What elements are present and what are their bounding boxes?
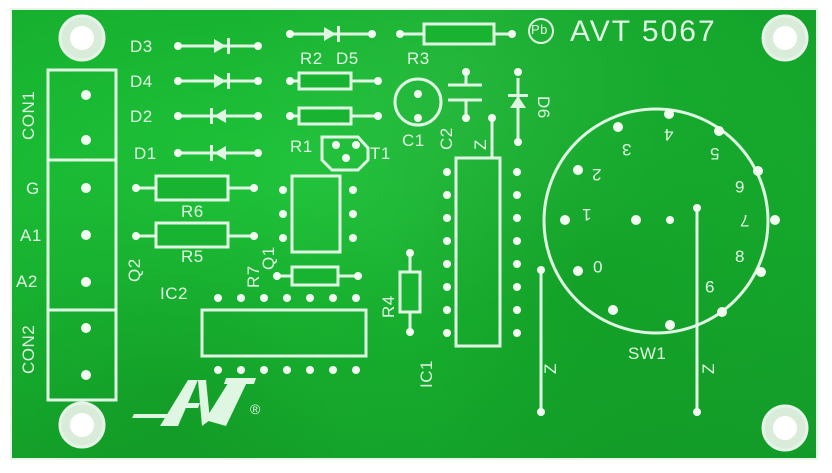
label-q1: Q1 — [259, 246, 278, 270]
label-con2: CON2 — [19, 324, 38, 374]
board-title: AVT 5067 — [570, 15, 717, 48]
con2-outline — [46, 308, 118, 402]
switch-pos-8: 8 — [735, 247, 745, 266]
switch-pos-2: 2 — [592, 165, 602, 184]
label-d1: D1 — [134, 144, 157, 163]
label-pin-g: G — [26, 179, 40, 198]
mounting-hole-bottom-right — [761, 404, 809, 452]
label-r5: R5 — [181, 247, 204, 266]
label-pin-a1: A1 — [20, 226, 42, 245]
label-c2: C2 — [437, 127, 456, 150]
mounting-hole-bottom-left — [58, 401, 106, 449]
switch-pos-7: 7 — [740, 211, 750, 230]
label-pin-a2: A2 — [16, 272, 38, 291]
con1-outline — [46, 68, 118, 162]
label-d4: D4 — [130, 72, 153, 91]
board-shading — [12, 10, 816, 458]
switch-pos-0: 0 — [593, 257, 603, 276]
label-jumper-z3: Z — [471, 139, 490, 150]
label-d5: D5 — [336, 49, 359, 68]
switch-outline — [542, 107, 770, 335]
avt-logo-shape — [132, 378, 256, 426]
label-c1: C1 — [402, 131, 425, 150]
switch-pos-3: 3 — [622, 140, 632, 159]
label-q2: Q2 — [125, 258, 144, 282]
switch-pos-4: 4 — [664, 125, 674, 144]
switch-pos-1: 1 — [582, 205, 592, 224]
label-t1: T1 — [370, 144, 391, 163]
switch-pos-6: 6 — [735, 177, 745, 196]
label-d2: D2 — [130, 107, 153, 126]
label-r6: R6 — [181, 202, 204, 221]
pcb-board — [10, 8, 818, 460]
label-ic1: IC1 — [417, 360, 436, 388]
switch-pos-9: 9 — [705, 277, 715, 296]
lead-free-mark: Pb — [531, 22, 548, 37]
label-con1: CON1 — [19, 90, 38, 140]
label-d3: D3 — [130, 37, 153, 56]
mounting-hole-top-left — [58, 14, 106, 62]
registered-mark: ® — [250, 401, 261, 417]
label-sw1: SW1 — [628, 344, 667, 363]
mounting-hole-top-right — [761, 14, 809, 62]
label-jumper-z2: Z — [699, 363, 718, 374]
switch-pos-5: 5 — [710, 144, 720, 163]
label-r3: R3 — [407, 49, 430, 68]
label-jumper-z1: Z — [541, 363, 560, 374]
label-r4: R4 — [379, 295, 398, 318]
label-ic2: IC2 — [160, 284, 188, 303]
label-r1: R1 — [290, 137, 313, 156]
label-r2: R2 — [300, 49, 323, 68]
label-d6: D6 — [534, 96, 553, 119]
